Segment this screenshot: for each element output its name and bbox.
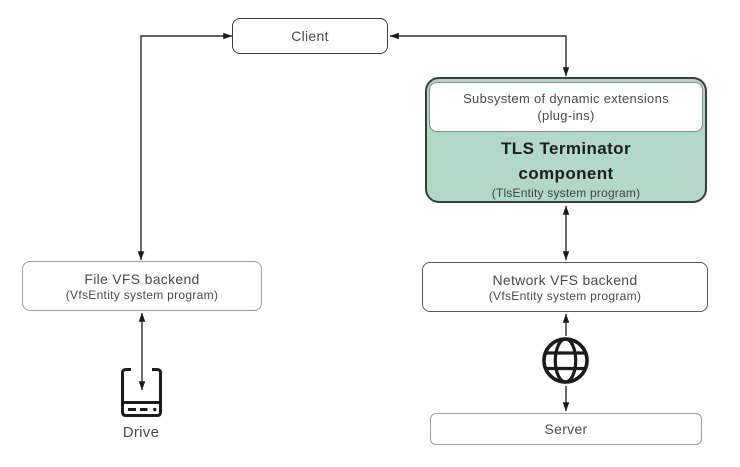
network-vfs-node: Network VFS backend (VfsEntity system pr… (422, 262, 708, 312)
network-vfs-title: Network VFS backend (492, 271, 638, 288)
file-vfs-subtitle: (VfsEntity system program) (65, 287, 219, 302)
globe-icon (542, 337, 589, 384)
client-node: Client (232, 18, 388, 54)
tls-terminator-node: Subsystem of dynamic extensions (plug-in… (425, 77, 707, 203)
file-vfs-title: File VFS backend (84, 270, 200, 287)
tls-title-line1: TLS Terminator (501, 139, 631, 158)
subsystem-label-line2: (plug-ins) (537, 108, 595, 123)
server-label: Server (544, 421, 588, 437)
connector-client-file-vfs (137, 32, 233, 261)
file-vfs-node: File VFS backend (VfsEntity system progr… (22, 261, 262, 311)
subsystem-plugins-node: Subsystem of dynamic extensions (plug-in… (429, 82, 703, 132)
tls-title: TLS Terminator component (501, 136, 631, 186)
tls-subtitle: (TlsEntity system program) (491, 186, 641, 200)
drive-icon (121, 368, 162, 417)
drive-label: Drive (122, 424, 160, 441)
subsystem-label-line1: Subsystem of dynamic extensions (463, 91, 669, 106)
connector-client-tls (389, 32, 570, 77)
server-node: Server (430, 413, 702, 445)
network-vfs-subtitle: (VfsEntity system program) (488, 288, 642, 303)
tls-title-line2: component (518, 164, 614, 183)
client-label: Client (291, 28, 329, 44)
